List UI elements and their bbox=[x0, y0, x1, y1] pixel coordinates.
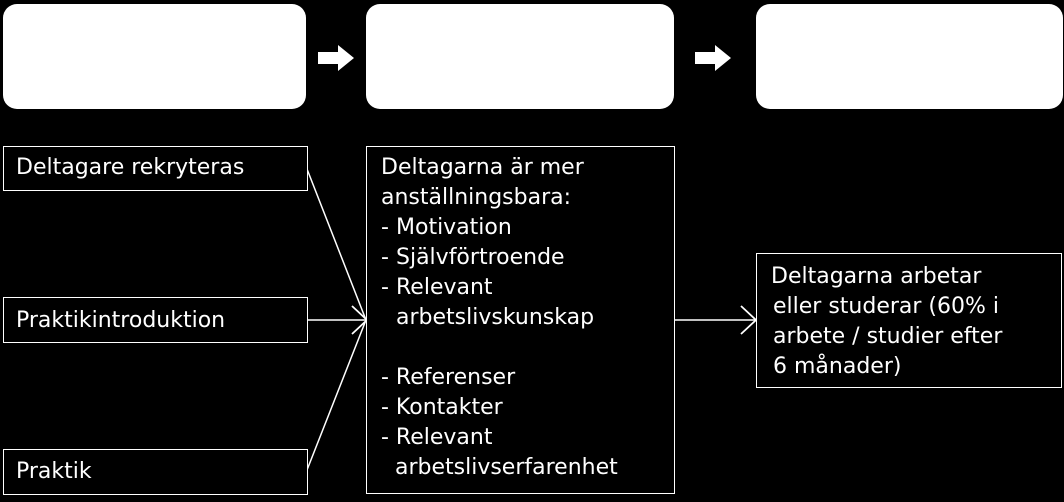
input-label-recruitment: Deltagare rekryteras bbox=[16, 155, 245, 180]
list-text: arbetslivskunskap bbox=[396, 305, 595, 330]
input-box-recruitment: Deltagare rekryteras bbox=[3, 146, 308, 191]
outcome-line-4: 6 månader) bbox=[773, 354, 902, 379]
input-box-introduction: Praktikintroduktion bbox=[3, 297, 308, 343]
outcome-line-1: Deltagarna arbetar bbox=[771, 264, 982, 289]
middle-heading-line-2: anställningsbara: bbox=[381, 185, 572, 210]
middle-list-b-item: arbetslivserfarenhet bbox=[381, 455, 618, 480]
middle-list-a-item: -Självförtroende bbox=[381, 243, 674, 273]
middle-list-b: - Referenser - Kontakter - Relevant arbe… bbox=[381, 363, 674, 483]
middle-box-outcomes: Deltagarna är mer anställningsbara: -Mot… bbox=[366, 146, 675, 494]
middle-list-a: -Motivation -Självförtroende -Relevant a… bbox=[381, 213, 674, 333]
list-text: Motivation bbox=[396, 215, 512, 240]
header-arrow-1 bbox=[318, 45, 354, 71]
middle-list-a-item: arbetslivskunskap bbox=[381, 303, 674, 333]
outcome-box: Deltagarna arbetar eller studerar (60% i… bbox=[756, 253, 1062, 388]
connector-input-1 bbox=[306, 168, 367, 321]
middle-list-a-item: -Relevant bbox=[381, 273, 674, 303]
header-box-2 bbox=[366, 4, 674, 109]
header-box-1 bbox=[3, 4, 306, 109]
list-bullet: - bbox=[381, 215, 389, 240]
middle-heading-line-1: Deltagarna är mer bbox=[381, 155, 584, 180]
middle-list-a-item: -Motivation bbox=[381, 213, 674, 243]
middle-list-b-item: - Relevant bbox=[381, 425, 493, 450]
middle-list-b-item: - Referenser bbox=[381, 365, 516, 390]
outcome-line-3: arbete / studier efter bbox=[773, 324, 1003, 349]
list-text: Relevant bbox=[396, 275, 493, 300]
input-box-internship: Praktik bbox=[3, 449, 308, 495]
connector-input-3 bbox=[306, 319, 367, 471]
list-bullet: - bbox=[381, 245, 389, 270]
input-label-introduction: Praktikintroduktion bbox=[16, 308, 226, 333]
middle-list-b-item: - Kontakter bbox=[381, 395, 503, 420]
header-arrow-2 bbox=[695, 45, 731, 71]
outcome-line-2: eller studerar (60% i bbox=[773, 294, 1000, 319]
list-text: Självförtroende bbox=[396, 245, 565, 270]
list-bullet: - bbox=[381, 275, 389, 300]
header-box-3 bbox=[756, 4, 1063, 109]
input-label-internship: Praktik bbox=[16, 459, 92, 484]
